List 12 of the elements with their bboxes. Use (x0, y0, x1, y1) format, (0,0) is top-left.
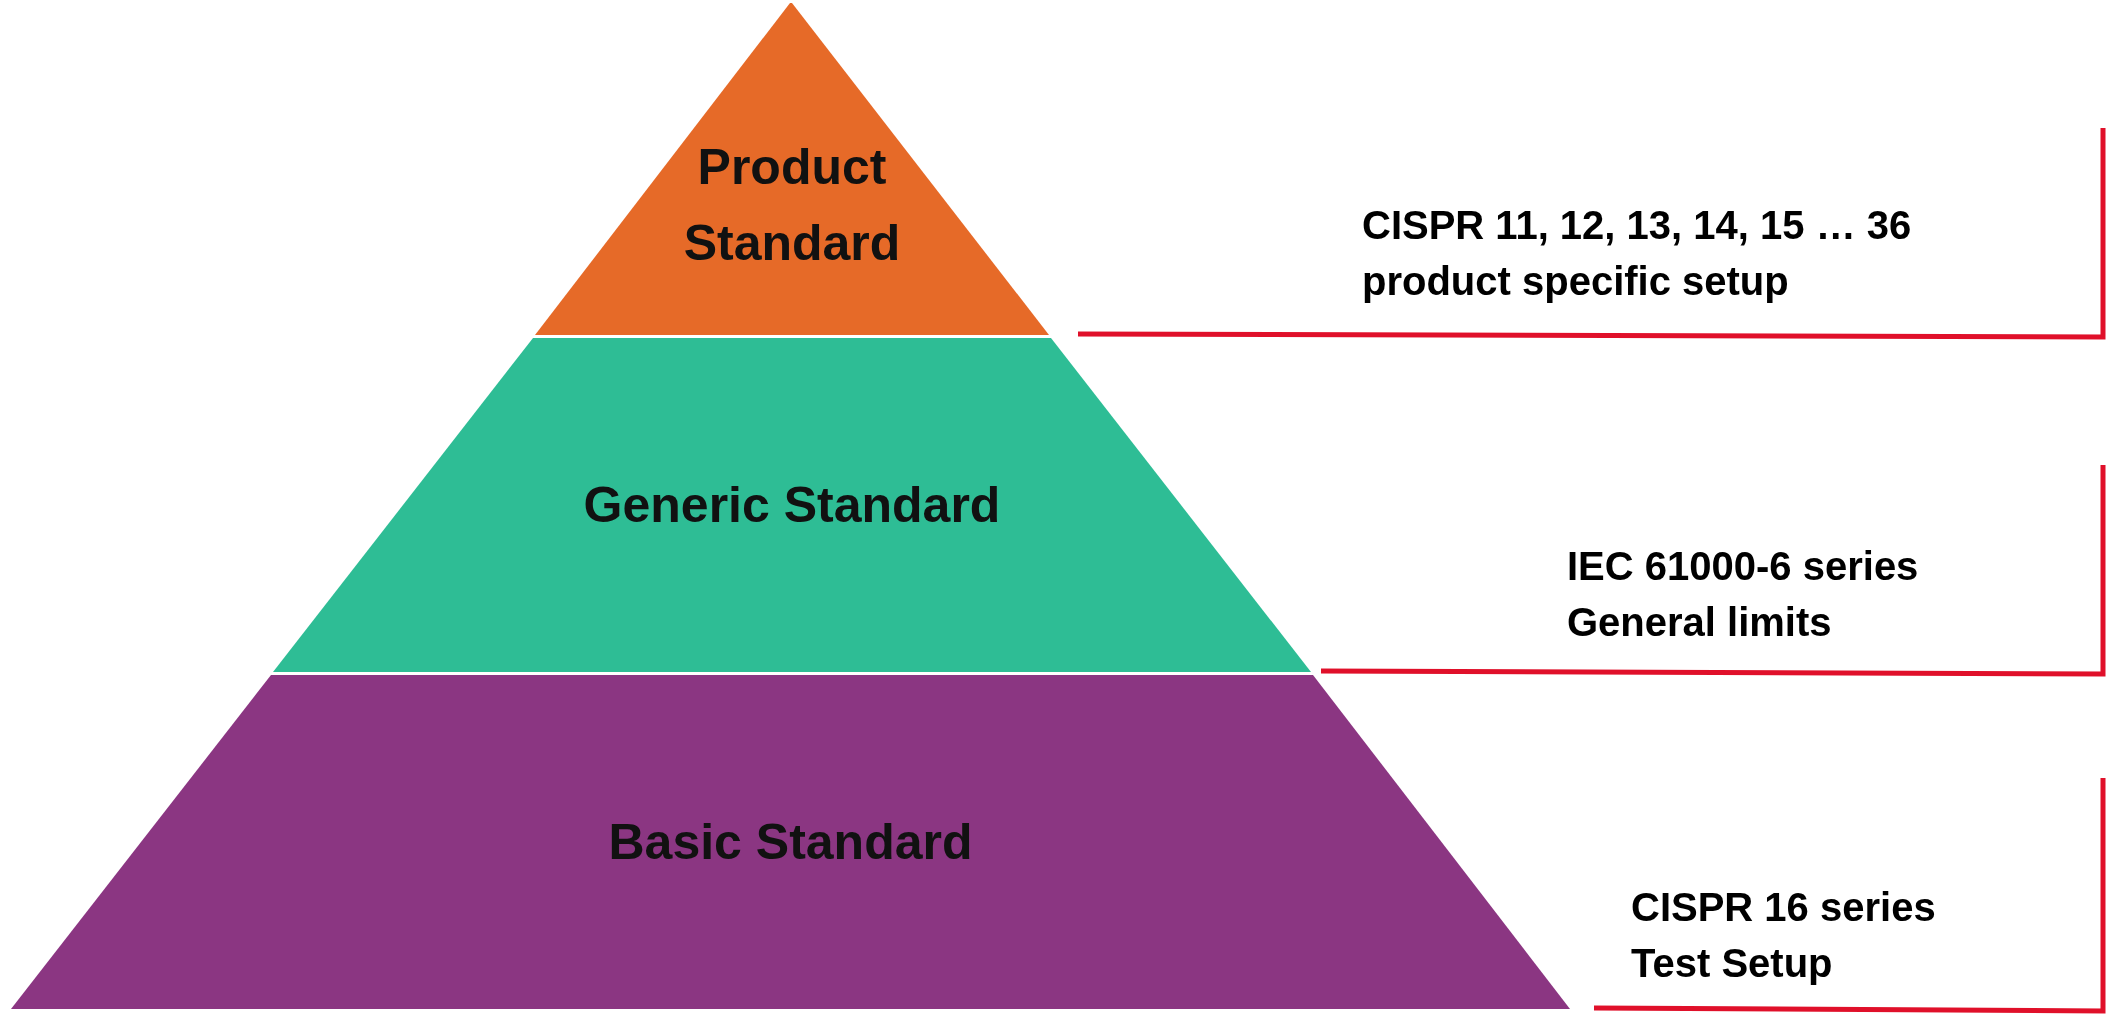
standard-note: IEC 61000-6 series (1567, 543, 1919, 590)
tier-title: Generic Standard (583, 476, 1001, 535)
tier-title: Basic Standard (608, 813, 973, 872)
tier-title: Product Standard (682, 138, 902, 273)
standard-note: CISPR 16 series (1631, 884, 1936, 931)
standard-note: CISPR 11, 12, 13, 14, 15 … 36 (1362, 202, 1912, 249)
standard-note: General limits (1567, 599, 1832, 646)
standard-note: product specific setup (1362, 258, 1789, 305)
pyramid-tier (535, 3, 1049, 335)
pyramid-tier (11, 675, 1570, 1009)
standard-note: Test Setup (1631, 940, 1833, 987)
pyramid-tier (273, 338, 1311, 672)
